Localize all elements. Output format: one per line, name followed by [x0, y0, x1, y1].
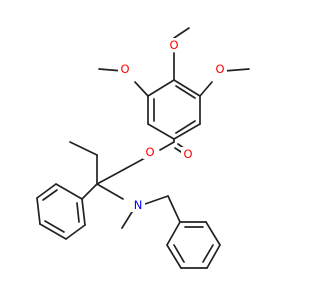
- bond: [122, 157, 146, 171]
- bond: [166, 221, 181, 246]
- bond: [206, 244, 221, 269]
- nitrogen-label: N: [134, 198, 143, 212]
- phenyl-ring-left: [36, 183, 86, 240]
- bond: [76, 202, 80, 223]
- phenyl-ring-benzyl: [166, 221, 221, 269]
- bond: [36, 183, 57, 199]
- bond: [65, 224, 86, 240]
- bond: [44, 220, 65, 233]
- bond: [159, 141, 175, 151]
- bond: [134, 81, 149, 97]
- label-background: [118, 62, 132, 76]
- bond: [202, 244, 214, 263]
- bond: [121, 211, 133, 229]
- amine-substituents: [121, 195, 181, 229]
- oxygen-label-top: O: [169, 38, 178, 52]
- bond: [175, 85, 196, 99]
- structure-canvas: O O O O O N: [36, 27, 250, 269]
- label-background: [181, 147, 195, 161]
- bond: [81, 198, 86, 226]
- label-background: [167, 38, 181, 52]
- label-background: [213, 62, 227, 76]
- bond: [36, 197, 41, 225]
- bond: [166, 244, 182, 269]
- bond: [199, 81, 213, 97]
- oxygen-label-ester: O: [145, 145, 154, 159]
- bond: [42, 189, 58, 201]
- bond: [96, 183, 124, 200]
- label-background: [143, 145, 157, 159]
- bond: [81, 183, 98, 200]
- trimethoxyphenyl-ring: [147, 79, 201, 140]
- atom-labels: O O O O O N: [118, 38, 227, 212]
- methoxy-groups: [98, 27, 250, 97]
- bond: [39, 223, 67, 240]
- bond: [175, 120, 196, 134]
- bond: [167, 195, 181, 223]
- molecule-drawing: O O O O O N: [36, 27, 250, 269]
- label-background: [131, 198, 145, 212]
- bond: [69, 141, 98, 156]
- oxygen-label-carbonyl: O: [183, 147, 192, 161]
- bond: [55, 183, 83, 200]
- bond: [147, 123, 175, 140]
- bond: [205, 221, 221, 246]
- bond: [223, 68, 250, 72]
- bond: [147, 79, 175, 97]
- bond: [173, 79, 201, 97]
- bond: [173, 123, 201, 140]
- oxygen-label-right: O: [215, 62, 224, 76]
- bond: [96, 169, 124, 185]
- alkyl-chain: [69, 141, 146, 200]
- bond: [173, 244, 185, 263]
- bond: [173, 27, 190, 39]
- oxygen-label-left: O: [120, 62, 129, 76]
- bond: [144, 195, 169, 205]
